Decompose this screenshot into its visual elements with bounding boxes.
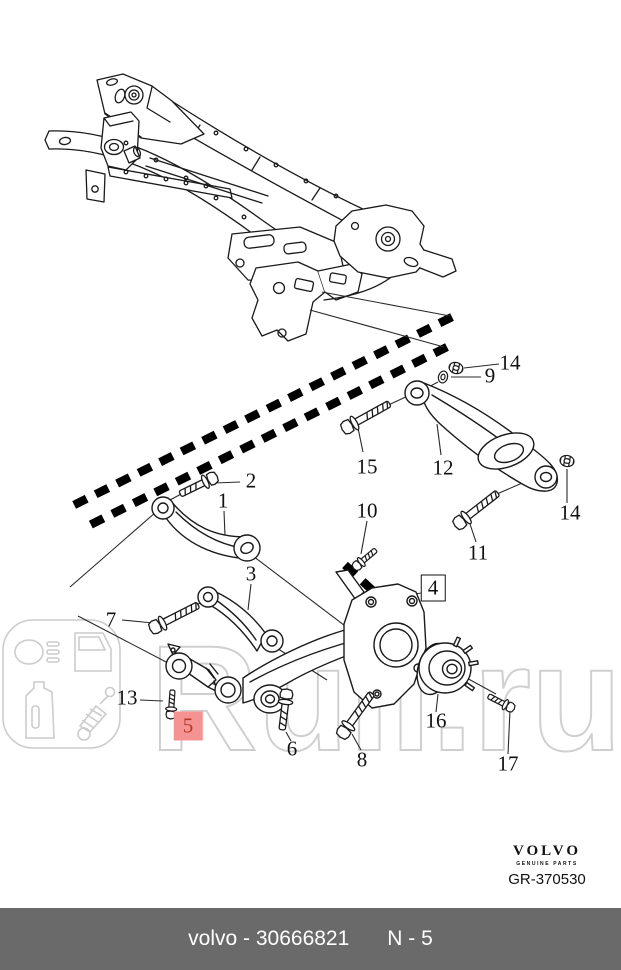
upper-control-arm-drawing: [151, 496, 261, 562]
headlight-icon: [14, 639, 60, 665]
callout-14-right: 14: [559, 500, 581, 525]
subframe-drawing: [44, 73, 457, 342]
oil-can-icon: [25, 681, 55, 739]
bolt-10: [349, 545, 380, 574]
washer-9: [436, 369, 450, 385]
car-door-icon: [74, 632, 112, 672]
callout-8: 8: [356, 747, 368, 772]
knuckle-trailing-arm-drawing: [214, 569, 427, 714]
nut-14-right: [558, 453, 576, 469]
callout-10: 10: [356, 498, 378, 523]
bushing-link-drawing: [165, 643, 219, 693]
callout-15: 15: [356, 454, 378, 479]
exploded-parts-drawing: Rull.ru: [2, 73, 621, 783]
genuine-parts-text: GENUINE PARTS: [516, 861, 578, 867]
drawing-code: GR-370530: [508, 871, 586, 888]
link-arm-drawing: [197, 586, 284, 653]
callout-7: 7: [105, 607, 117, 632]
callout-1: 1: [217, 488, 229, 513]
callout-2: 2: [245, 468, 257, 493]
wheel-hub-drawing: [416, 636, 479, 696]
volvo-logo-text: VOLVO: [512, 843, 582, 859]
bolt-11: [449, 486, 504, 533]
shock-absorber-icon: [77, 686, 116, 741]
footer-bar: volvo - 30666821 N - 5: [0, 908, 621, 970]
callout-9: 9: [484, 363, 496, 388]
nut-14-upper: [447, 360, 465, 376]
footer-part-number: volvo - 30666821: [188, 927, 350, 950]
callout-3: 3: [245, 561, 257, 586]
callout-14-upper: 14: [499, 350, 521, 375]
parts-categories-watermark: [2, 619, 121, 749]
bolt-15: [337, 396, 394, 438]
callout-5-highlighted: 5: [173, 711, 203, 741]
callout-12: 12: [432, 455, 454, 480]
callout-6: 6: [286, 736, 298, 761]
callout-4-boxed: 4: [420, 574, 446, 602]
brand-block: VOLVO GENUINE PARTS GR-370530: [489, 843, 605, 888]
callout-11: 11: [467, 540, 489, 565]
footer-page-ref: N - 5: [387, 927, 433, 950]
callout-13: 13: [116, 685, 138, 710]
lower-control-arm-drawing: [404, 380, 559, 492]
callout-17: 17: [497, 751, 519, 776]
callout-16: 16: [425, 708, 447, 733]
watermark-frame: [2, 619, 121, 749]
